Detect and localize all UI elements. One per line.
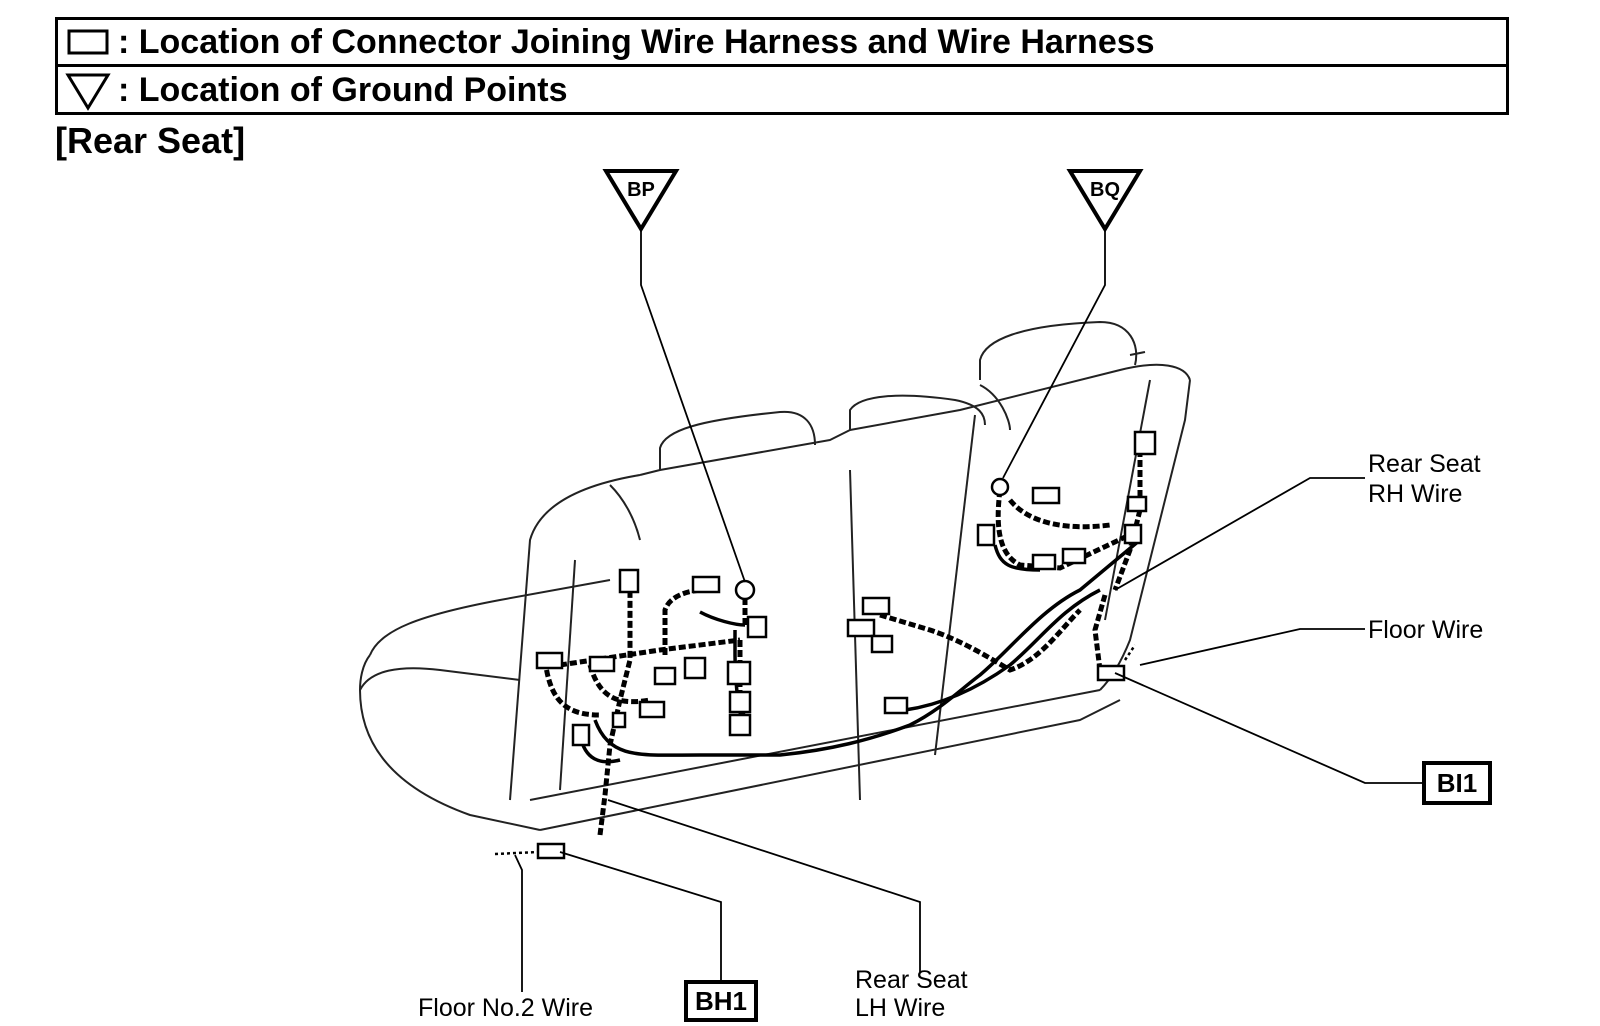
wire-harness-lh (542, 450, 1143, 836)
connector-bh1-label: BH1 (695, 986, 747, 1016)
leader-line-bq (1002, 229, 1106, 479)
leader-line-bi1 (1114, 672, 1424, 784)
label-rear-seat-lh-wire-line2: LH Wire (855, 994, 945, 1022)
leader-line-floor-wire (1139, 628, 1365, 666)
legend-connector-text: : Location of Connector Joining Wire Har… (118, 22, 1155, 61)
connector-bi1: BI1 (1114, 672, 1492, 805)
label-rear-seat-rh-wire-line2: RH Wire (1368, 480, 1462, 508)
label-floor-no2-wire: Floor No.2 Wire (418, 994, 593, 1022)
legend-box: : Location of Connector Joining Wire Har… (55, 17, 1509, 115)
section-title: [Rear Seat] (55, 120, 246, 161)
leader-line-rear-seat-rh-wire (1114, 477, 1365, 591)
floor-wire-stubs (494, 644, 1137, 856)
ground-triangle-icon (602, 169, 680, 233)
ground-point-bq-label: BQ (1090, 179, 1120, 201)
connector-bi1-label: BI1 (1437, 768, 1477, 798)
ground-eyelets (734, 477, 1010, 601)
ground-point-bq: BQ (1002, 169, 1144, 479)
leader-line-rear-seat-lh-wire (607, 799, 921, 972)
leader-line-floor-no2-wire (514, 854, 523, 992)
harness-connectors (535, 430, 1157, 860)
legend-ground-text: : Location of Ground Points (118, 71, 568, 109)
leader-line-bh1 (559, 851, 722, 982)
label-rear-seat-rh-wire-line1: Rear Seat (1368, 450, 1481, 478)
connector-bh1: BH1 (559, 851, 758, 1022)
label-rear-seat-lh-wire-line1: Rear Seat (855, 966, 968, 994)
ground-point-bp: BP (602, 169, 746, 583)
connector-box-icon (58, 22, 118, 62)
legend-row-connector: : Location of Connector Joining Wire Har… (58, 20, 1506, 67)
leader-line-bp (640, 229, 746, 583)
ground-point-bp-label: BP (627, 179, 655, 201)
label-floor-wire: Floor Wire (1368, 616, 1483, 644)
connector-box-icon (684, 980, 758, 1022)
connector-box-icon (1422, 761, 1492, 805)
ground-triangle-icon (58, 71, 118, 111)
legend-row-ground: : Location of Ground Points (58, 67, 1506, 114)
ground-triangle-icon (1066, 169, 1144, 233)
